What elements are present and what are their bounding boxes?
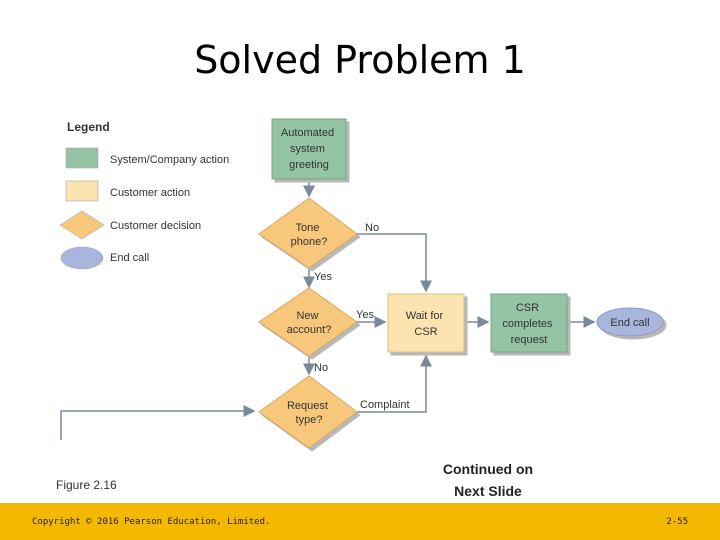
copyright-text: Copyright © 2016 Pearson Education, Limi…	[32, 517, 271, 527]
node-csr-completes-label: CSR completes request	[502, 302, 555, 346]
node-tone-phone-decision	[258, 197, 358, 269]
connector-lines	[60, 179, 596, 440]
edge-label-tone-no: No	[365, 222, 379, 234]
node-end-call-label: End call	[610, 317, 649, 329]
node-wait-for-csr	[387, 293, 465, 353]
legend-label-system: System/Company action	[110, 154, 229, 166]
legend-label-end-call: End call	[110, 252, 149, 264]
node-end-call	[596, 307, 664, 337]
page-number: 2-55	[666, 517, 688, 527]
legend-label-decision: Customer decision	[110, 220, 201, 232]
legend-swatch-customer-action	[65, 180, 99, 202]
node-csr-completes-request	[490, 293, 568, 353]
legend-swatch-end-call	[60, 246, 104, 270]
legend-title: Legend	[67, 120, 110, 134]
node-request-type-decision	[258, 375, 358, 449]
node-automated-greeting	[271, 118, 347, 180]
edge-label-complaint: Complaint	[360, 399, 410, 411]
continued-line-1: Continued on	[442, 461, 534, 477]
legend-swatch-system	[65, 147, 99, 169]
slide-title: Solved Problem 1	[194, 38, 526, 82]
edge-label-tone-yes: Yes	[314, 271, 332, 283]
footer-bar: Copyright © 2016 Pearson Education, Limi…	[0, 503, 720, 540]
node-new-account-decision	[258, 287, 358, 357]
legend-label-customer-action: Customer action	[110, 187, 190, 199]
edge-label-new-no: No	[314, 362, 328, 374]
node-request-type-label: Request type?	[287, 400, 331, 426]
node-automated-greeting-label: Automated system greeting	[281, 127, 337, 171]
node-tone-phone-label: Tone phone?	[291, 222, 328, 248]
continued-note: Continued on Next Slide	[418, 458, 558, 502]
node-wait-for-csr-label: Wait for CSR	[406, 310, 447, 338]
edge-label-new-yes: Yes	[356, 309, 374, 321]
figure-label: Figure 2.16	[56, 478, 117, 492]
continued-line-2: Next Slide	[454, 483, 522, 499]
node-new-account-label: New account?	[287, 310, 332, 336]
legend-swatch-decision	[59, 210, 105, 240]
